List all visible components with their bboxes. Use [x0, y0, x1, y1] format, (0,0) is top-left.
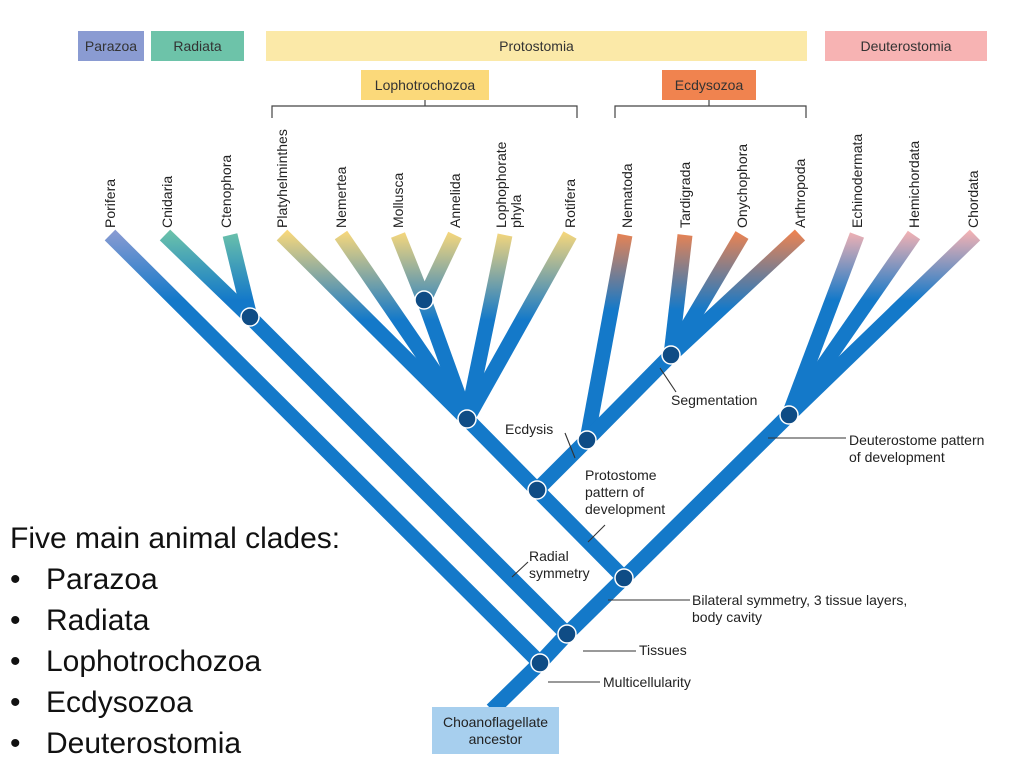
ancestor-line1: Choanoflagellate	[442, 713, 549, 730]
phylum-mollusca: Mollusca	[390, 172, 406, 228]
ancestor-line2: ancestor	[468, 730, 523, 747]
note-protostome-line3: development	[585, 501, 666, 517]
node-mollusca-annelida	[414, 290, 434, 310]
node-multicellularity	[530, 653, 550, 673]
group-radiata-label: Radiata	[173, 38, 222, 54]
note-tissues: Tissues	[639, 642, 687, 658]
branch-cnidaria	[159, 229, 256, 323]
node-radiata	[240, 307, 260, 327]
node-deuterostomia	[779, 405, 799, 425]
clade-item: Deuterostomia	[10, 723, 340, 764]
group-deuterostomia: Deuterostomia	[825, 31, 987, 61]
clades-summary: Five main animal clades: Parazoa Radiata…	[10, 518, 340, 764]
phylum-lophophorate-line1: Lophophorate	[493, 141, 509, 228]
group-ecdysozoa-label: Ecdysozoa	[674, 77, 744, 93]
phylum-nemertea: Nemertea	[333, 166, 349, 228]
branch-lophotrochozoa	[461, 413, 543, 496]
phylum-annelida: Annelida	[447, 173, 463, 229]
phylum-nematoda: Nematoda	[619, 163, 635, 228]
note-protostome-line2: pattern of	[585, 484, 645, 500]
clade-item: Radiata	[10, 600, 340, 641]
note-bilateral-line1: Bilateral symmetry, 3 tissue layers,	[692, 592, 908, 608]
branch-porifera	[104, 229, 546, 669]
branch-mollusca-annelida	[416, 297, 475, 422]
phylum-lophophorate-line2: phyla	[508, 194, 524, 228]
phylum-lophophorate: Lophophorate phyla	[493, 141, 524, 228]
phylum-onychophora: Onychophora	[734, 143, 750, 228]
group-lophotrochozoa: Lophotrochozoa	[361, 70, 489, 100]
branch-rotifera	[460, 231, 577, 423]
group-deuterostomia-label: Deuterostomia	[860, 38, 952, 54]
branch-trunk	[486, 657, 546, 716]
group-lophotrochozoa-label: Lophotrochozoa	[374, 77, 476, 93]
group-radiata: Radiata	[151, 31, 244, 61]
branch-annelida	[417, 231, 462, 304]
note-deuterostome-line1: Deuterostome pattern	[849, 432, 985, 448]
node-lophotrochozoa	[457, 409, 477, 429]
node-protostomia	[527, 480, 547, 500]
ecdysozoa-bracket	[614, 100, 807, 118]
phylum-hemichordata: Hemichordata	[906, 140, 922, 228]
branch-chordata	[783, 229, 981, 421]
node-ecdysis	[577, 430, 597, 450]
phylum-platyhelminthes: Platyhelminthes	[274, 129, 290, 228]
node-bilateria	[614, 568, 634, 588]
note-deuterostome-line2: of development	[849, 449, 945, 465]
lophotrochozoa-bracket	[271, 100, 578, 118]
branch-platyhelminthes	[276, 229, 473, 425]
phylum-ctenophora: Ctenophora	[218, 154, 234, 228]
note-ecdysis: Ecdysis	[505, 421, 554, 437]
note-radial-line2: symmetry	[529, 565, 590, 581]
node-segmentation	[661, 345, 681, 365]
phylum-porifera: Porifera	[102, 178, 118, 228]
phylum-echinodermata: Echinodermata	[849, 133, 865, 228]
branch-ecdysozoa	[531, 434, 593, 496]
branch-lophophorate	[459, 233, 513, 421]
group-parazoa-label: Parazoa	[84, 38, 138, 54]
branch-mollusca	[391, 232, 431, 303]
branch-nemertea	[334, 230, 474, 424]
note-bilateral-line2: body cavity	[692, 609, 763, 625]
clades-list: Parazoa Radiata Lophotrochozoa Ecdysozoa…	[10, 559, 340, 764]
group-parazoa: Parazoa	[78, 31, 144, 61]
branch-tardigrada	[663, 234, 693, 356]
branch-echinodermata	[781, 232, 865, 418]
leader-radial	[511, 561, 529, 578]
branch-radiata	[244, 311, 573, 640]
note-radial: Radial symmetry	[529, 548, 590, 582]
clades-heading: Five main animal clades:	[10, 522, 341, 555]
branch-bilateria	[561, 572, 630, 640]
note-bilateral: Bilateral symmetry, 3 tissue layers, bod…	[692, 592, 907, 626]
leader-protostome	[587, 524, 606, 543]
note-protostome: Protostome pattern of development	[585, 467, 665, 518]
leader-ecdysis	[564, 432, 576, 459]
phylum-rotifera: Rotifera	[562, 178, 578, 228]
phylum-chordata: Chordata	[965, 170, 981, 228]
leader-segmentation	[659, 367, 677, 393]
branch-deuterostomia	[618, 409, 795, 584]
clade-item: Ecdysozoa	[10, 682, 340, 723]
phylum-cnidaria: Cnidaria	[159, 175, 175, 228]
branch-panarthropoda	[581, 349, 677, 446]
phylum-arthropoda: Arthropoda	[792, 158, 808, 228]
note-radial-line1: Radial	[529, 548, 569, 564]
branch-ctenophora	[222, 233, 258, 319]
clade-item: Parazoa	[10, 559, 340, 600]
note-protostome-line1: Protostome	[585, 467, 657, 483]
branch-arthropoda	[665, 229, 806, 361]
node-tissues	[557, 624, 577, 644]
clade-item: Lophotrochozoa	[10, 641, 340, 682]
note-segmentation: Segmentation	[671, 392, 758, 408]
group-protostomia: Protostomia	[266, 31, 807, 61]
choanoflagellate-ancestor-box: Choanoflagellate ancestor	[432, 707, 559, 754]
note-deuterostome: Deuterostome pattern of development	[849, 432, 984, 466]
note-multicellularity: Multicellularity	[603, 674, 691, 690]
group-ecdysozoa: Ecdysozoa	[662, 70, 756, 100]
group-protostomia-label: Protostomia	[499, 38, 574, 54]
branch-nematoda	[579, 233, 633, 442]
branch-protostomia	[531, 484, 630, 584]
phylum-tardigrada: Tardigrada	[677, 161, 693, 228]
